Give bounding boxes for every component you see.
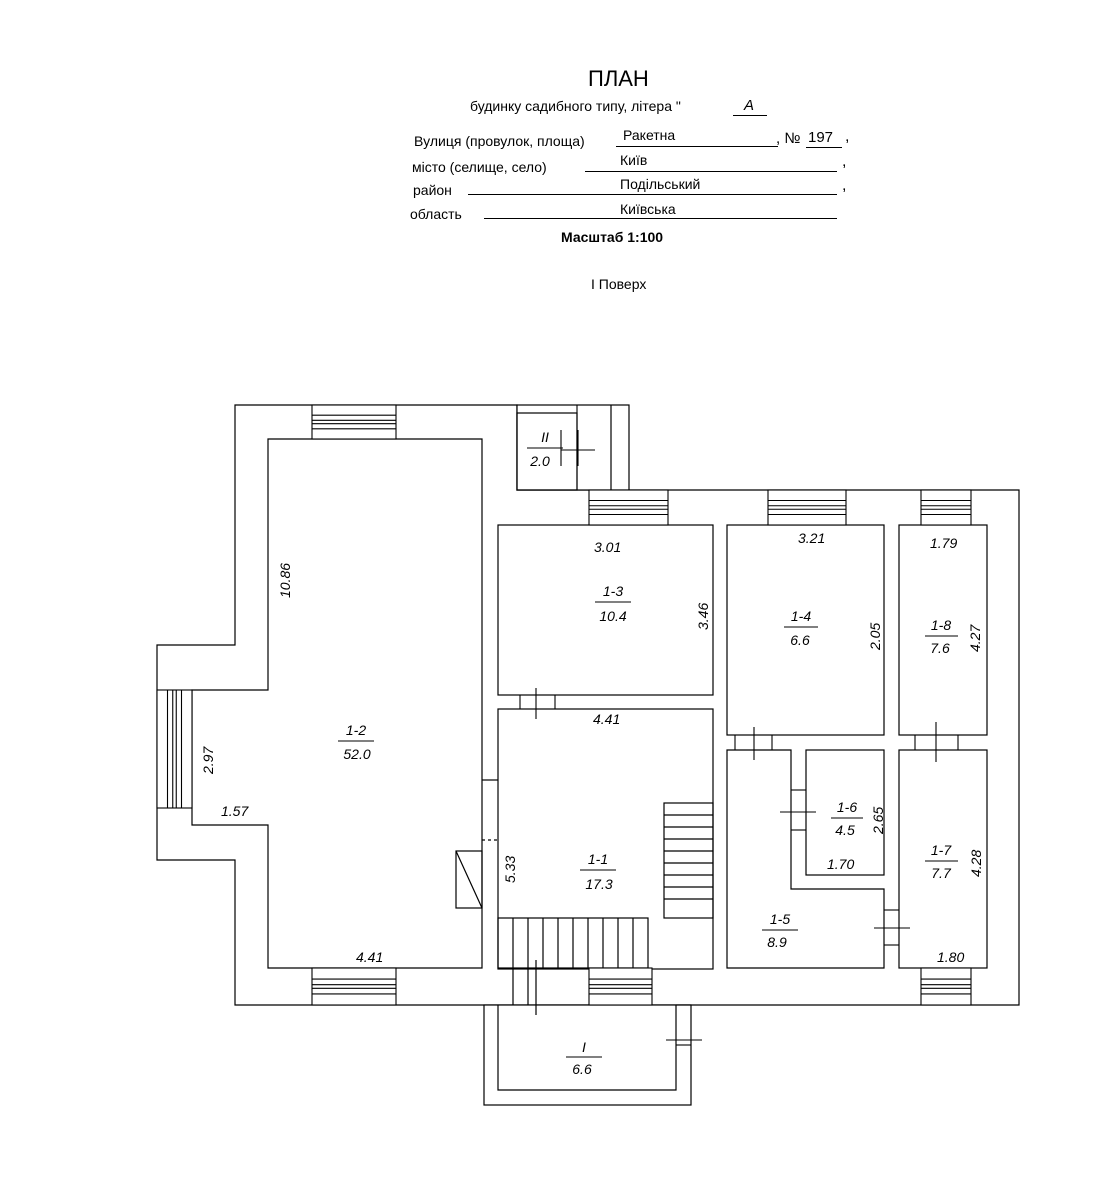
room-1-1-area: 17.3 <box>585 876 612 892</box>
dim-1-79: 1.79 <box>930 535 957 551</box>
niche <box>455 850 483 909</box>
window-h-0 <box>311 404 397 440</box>
room-1-4-id: 1-4 <box>791 608 811 624</box>
room-1-1-id: 1-1 <box>588 851 608 867</box>
plan-title: ПЛАН <box>588 66 649 91</box>
dim-1-70: 1.70 <box>827 856 854 872</box>
dim-4-41-bottom: 4.41 <box>356 949 383 965</box>
plan-subtitle: будинку садибного типу, літера " <box>470 98 681 114</box>
number-underline <box>806 147 842 148</box>
subtitle-prefix: будинку садибного типу, літера " <box>470 98 681 114</box>
room-1-2-outline <box>191 438 483 969</box>
litera-value: А <box>744 97 755 114</box>
window-h-4 <box>311 967 397 1006</box>
window-v-left <box>156 689 193 809</box>
region-value: Київська <box>620 201 676 217</box>
stairs-right-treads <box>664 814 713 900</box>
city-label: місто (селище, село) <box>412 159 547 175</box>
room-1-8-id: 1-8 <box>931 617 951 633</box>
room-ii-id: II <box>541 429 549 445</box>
dimension-labels: 10.86 2.97 1.57 4.41 3.01 3.46 4.41 5.33… <box>200 530 984 965</box>
window-h-6 <box>920 967 972 1006</box>
dim-4-41-mid: 4.41 <box>593 711 620 727</box>
street-value: Ракетна <box>623 127 676 143</box>
room-1-7-id: 1-7 <box>931 842 952 858</box>
comma-2: , <box>842 153 847 170</box>
niche-diagonal <box>455 850 483 909</box>
room-i-id: I <box>582 1039 586 1055</box>
dim-1-80: 1.80 <box>937 949 964 965</box>
room-1-2-id: 1-2 <box>346 722 366 738</box>
room-1-5-outline <box>726 749 885 969</box>
dim-3-21: 3.21 <box>798 530 825 546</box>
porch-i-outer <box>483 1004 692 1106</box>
room-1-4-area: 6.6 <box>790 632 810 648</box>
dim-3-46: 3.46 <box>695 603 711 630</box>
street-underline <box>616 146 778 147</box>
comma-3: , <box>842 177 847 194</box>
window-h-2 <box>767 489 847 526</box>
room-1-3-id: 1-3 <box>603 583 623 599</box>
window-h-3 <box>920 489 972 526</box>
dim-2-97: 2.97 <box>200 746 216 775</box>
room-i-area: 6.6 <box>572 1061 592 1077</box>
room-ii-area: 2.0 <box>529 453 550 469</box>
room-labels: 1-2 52.0 1-3 10.4 1-4 6.6 1-8 7.6 1-1 17… <box>338 429 958 1077</box>
porch-i-inner <box>497 1005 677 1091</box>
room-1-3-area: 10.4 <box>599 608 626 624</box>
dim-4-27: 4.27 <box>967 624 983 652</box>
dim-2-05: 2.05 <box>867 623 883 651</box>
room-1-8-area: 7.6 <box>930 640 950 656</box>
city-value: Київ <box>620 152 648 168</box>
dim-3-01: 3.01 <box>594 539 621 555</box>
district-underline <box>468 194 837 195</box>
street-label: Вулиця (провулок, площа) <box>414 133 585 149</box>
comma-1: , <box>845 128 850 145</box>
room-1-6-area: 4.5 <box>835 822 855 838</box>
stairs-right <box>663 802 714 919</box>
region-underline <box>484 218 837 219</box>
window-h-5 <box>588 967 653 1006</box>
dim-1-57: 1.57 <box>221 803 249 819</box>
region-label: область <box>410 206 462 222</box>
litera-underline <box>733 115 767 116</box>
scale-label: Масштаб 1:100 <box>561 229 664 245</box>
window-h-1 <box>588 489 669 526</box>
room-1-5-area: 8.9 <box>767 934 787 950</box>
number-label: , № <box>776 130 801 147</box>
dim-10-86: 10.86 <box>277 563 293 598</box>
number-value: 197 <box>808 129 834 146</box>
district-label: район <box>413 182 452 198</box>
dim-2-65: 2.65 <box>870 807 886 835</box>
room-1-6-id: 1-6 <box>837 799 857 815</box>
room-1-5-id: 1-5 <box>770 911 790 927</box>
outer-wall <box>156 404 1020 1006</box>
district-value: Подільський <box>620 176 701 192</box>
dim-4-28: 4.28 <box>968 850 984 877</box>
dim-5-33: 5.33 <box>502 856 518 883</box>
windows <box>156 404 972 1006</box>
room-1-2-area: 52.0 <box>343 746 370 762</box>
room-1-7-area: 7.7 <box>931 865 952 881</box>
stairs-bottom-treads <box>512 918 634 1015</box>
city-underline <box>585 171 837 172</box>
floor-label: І Поверх <box>591 276 647 292</box>
